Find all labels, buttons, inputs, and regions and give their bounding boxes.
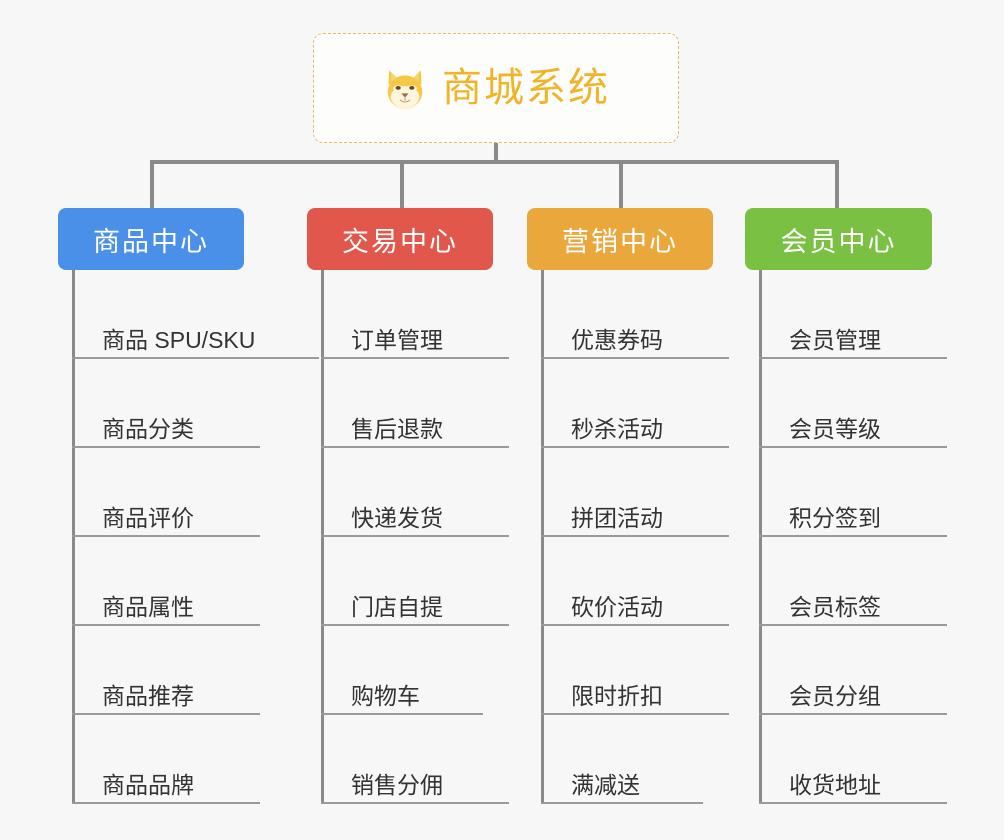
leaf-item[interactable]: 会员标签	[759, 537, 947, 626]
leaf-item[interactable]: 会员管理	[759, 270, 947, 359]
leaf-item[interactable]: 商品属性	[72, 537, 260, 626]
leaf-item-label: 门店自提	[351, 593, 443, 620]
category-header[interactable]: 商品中心	[58, 208, 244, 270]
leaf-item[interactable]: 砍价活动	[541, 537, 729, 626]
leaf-item[interactable]: 商品品牌	[72, 715, 260, 804]
leaf-item-label: 商品属性	[102, 593, 194, 620]
leaf-item[interactable]: 秒杀活动	[541, 359, 729, 448]
leaf-item-label: 商品评价	[102, 504, 194, 531]
category-trunk-line	[321, 270, 324, 804]
root-title: 商城系统	[442, 66, 610, 110]
connector-drop-4	[835, 160, 839, 208]
connector-drop-1	[150, 160, 154, 208]
leaf-item[interactable]: 门店自提	[321, 537, 509, 626]
leaf-item[interactable]: 订单管理	[321, 270, 509, 359]
leaf-item[interactable]: 优惠券码	[541, 270, 729, 359]
leaf-list: 订单管理售后退款快递发货门店自提购物车销售分佣	[321, 270, 509, 804]
category-header[interactable]: 营销中心	[527, 208, 713, 270]
leaf-item[interactable]: 会员等级	[759, 359, 947, 448]
connector-horizontal-bus	[150, 160, 839, 164]
leaf-item-label: 商品分类	[102, 415, 194, 442]
leaf-item[interactable]: 商品 SPU/SKU	[72, 270, 319, 359]
category-header-label: 会员中心	[780, 226, 897, 257]
category-header[interactable]: 会员中心	[745, 208, 932, 270]
leaf-item[interactable]: 快递发货	[321, 448, 509, 537]
category-header-label: 交易中心	[342, 226, 458, 257]
category-column: 交易中心订单管理售后退款快递发货门店自提购物车销售分佣	[307, 208, 509, 804]
connector-drop-3	[619, 160, 623, 208]
category-header-label: 营销中心	[562, 226, 678, 257]
category-column: 营销中心优惠券码秒杀活动拼团活动砍价活动限时折扣满减送	[527, 208, 729, 804]
connector-drop-2	[400, 160, 404, 208]
category-column: 商品中心商品 SPU/SKU 商品分类商品评价商品属性商品推荐商品品牌	[58, 208, 319, 804]
root-node[interactable]: 商城系统	[313, 33, 679, 143]
leaf-item-label: 购物车	[351, 682, 420, 709]
category-header-label: 商品中心	[93, 226, 209, 257]
category-trunk-line	[541, 270, 544, 804]
leaf-item[interactable]: 售后退款	[321, 359, 509, 448]
category-trunk-line	[759, 270, 762, 804]
category-column: 会员中心会员管理会员等级积分签到会员标签会员分组收货地址	[745, 208, 947, 804]
leaf-item-label: 快递发货	[351, 504, 443, 531]
leaf-item-label: 限时折扣	[571, 682, 663, 709]
leaf-item[interactable]: 商品评价	[72, 448, 260, 537]
leaf-item-label: 会员标签	[789, 593, 881, 620]
leaf-item[interactable]: 购物车	[321, 626, 483, 715]
leaf-item[interactable]: 拼团活动	[541, 448, 729, 537]
leaf-list: 优惠券码秒杀活动拼团活动砍价活动限时折扣满减送	[541, 270, 729, 804]
leaf-item[interactable]: 积分签到	[759, 448, 947, 537]
leaf-item-label: 商品推荐	[102, 682, 194, 709]
leaf-list: 商品 SPU/SKU 商品分类商品评价商品属性商品推荐商品品牌	[72, 270, 319, 804]
connector-root-stem	[494, 143, 498, 164]
leaf-item-label: 砍价活动	[571, 593, 663, 620]
leaf-item-label: 拼团活动	[571, 504, 663, 531]
leaf-item-label: 售后退款	[351, 415, 443, 442]
leaf-item[interactable]: 会员分组	[759, 626, 947, 715]
leaf-item-label: 会员管理	[789, 326, 881, 353]
leaf-item-label: 收货地址	[789, 771, 881, 798]
leaf-item[interactable]: 满减送	[541, 715, 703, 804]
leaf-item-label: 订单管理	[351, 326, 443, 353]
leaf-item[interactable]: 商品推荐	[72, 626, 260, 715]
leaf-item-label: 销售分佣	[351, 771, 443, 798]
leaf-item-label: 商品品牌	[102, 771, 194, 798]
category-trunk-line	[72, 270, 75, 804]
leaf-item-label: 会员等级	[789, 415, 881, 442]
leaf-item-label: 商品 SPU/SKU	[102, 326, 256, 353]
leaf-item[interactable]: 销售分佣	[321, 715, 509, 804]
leaf-item[interactable]: 收货地址	[759, 715, 947, 804]
shiba-dog-face-icon	[382, 66, 428, 112]
leaf-list: 会员管理会员等级积分签到会员标签会员分组收货地址	[759, 270, 947, 804]
leaf-item-label: 优惠券码	[571, 326, 663, 353]
leaf-item[interactable]: 商品分类	[72, 359, 260, 448]
leaf-item-label: 积分签到	[789, 504, 881, 531]
category-header[interactable]: 交易中心	[307, 208, 493, 270]
leaf-item-label: 满减送	[571, 771, 640, 798]
leaf-item[interactable]: 限时折扣	[541, 626, 729, 715]
leaf-item-label: 秒杀活动	[571, 415, 663, 442]
leaf-item-label: 会员分组	[789, 682, 881, 709]
